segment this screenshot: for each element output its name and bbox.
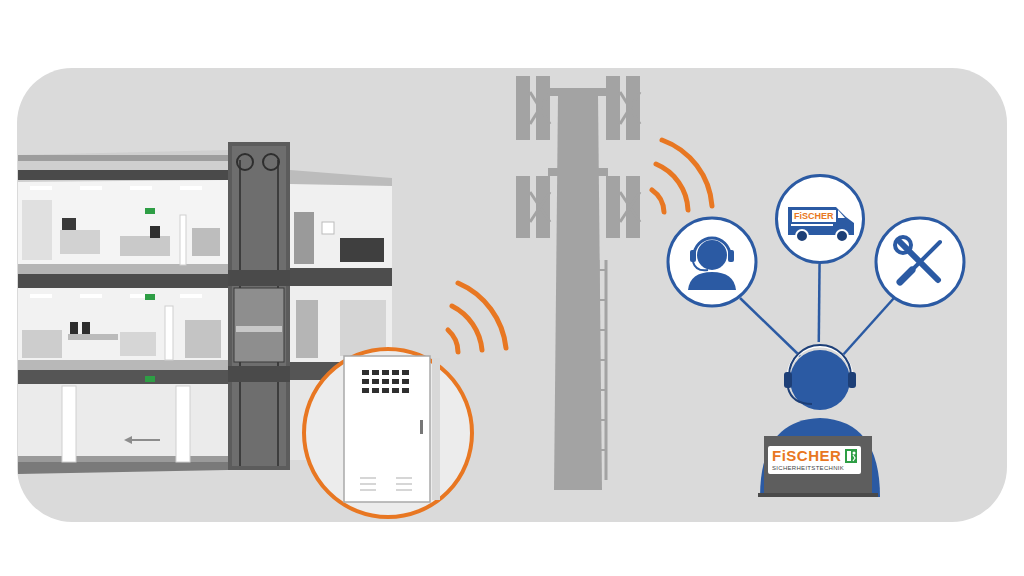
logo-text: SICHERHEITSTECHNIK <box>772 465 857 472</box>
logo-text: FiSCHER <box>794 211 834 221</box>
signal-waves <box>652 140 712 212</box>
support-icon-circle <box>668 218 756 306</box>
signal-waves <box>448 283 506 352</box>
cell-tower <box>516 76 640 490</box>
exit-sign-icon <box>845 449 857 463</box>
laptop-logo: FiSCHERSICHERHEITSTECHNIK <box>768 446 861 474</box>
service-tools-circle <box>876 218 964 306</box>
service-van-circle: FiSCHER <box>775 174 865 264</box>
operator-figure <box>758 345 880 497</box>
operator-laptop: FiSCHERSICHERHEITSTECHNIK <box>758 342 878 498</box>
connector-line <box>818 264 821 342</box>
control-cabinet-callout <box>304 349 472 517</box>
background-panel <box>17 68 1007 522</box>
van-logo-patch: FiSCHER <box>792 210 836 222</box>
logo-text: FiSCHER <box>772 448 841 464</box>
